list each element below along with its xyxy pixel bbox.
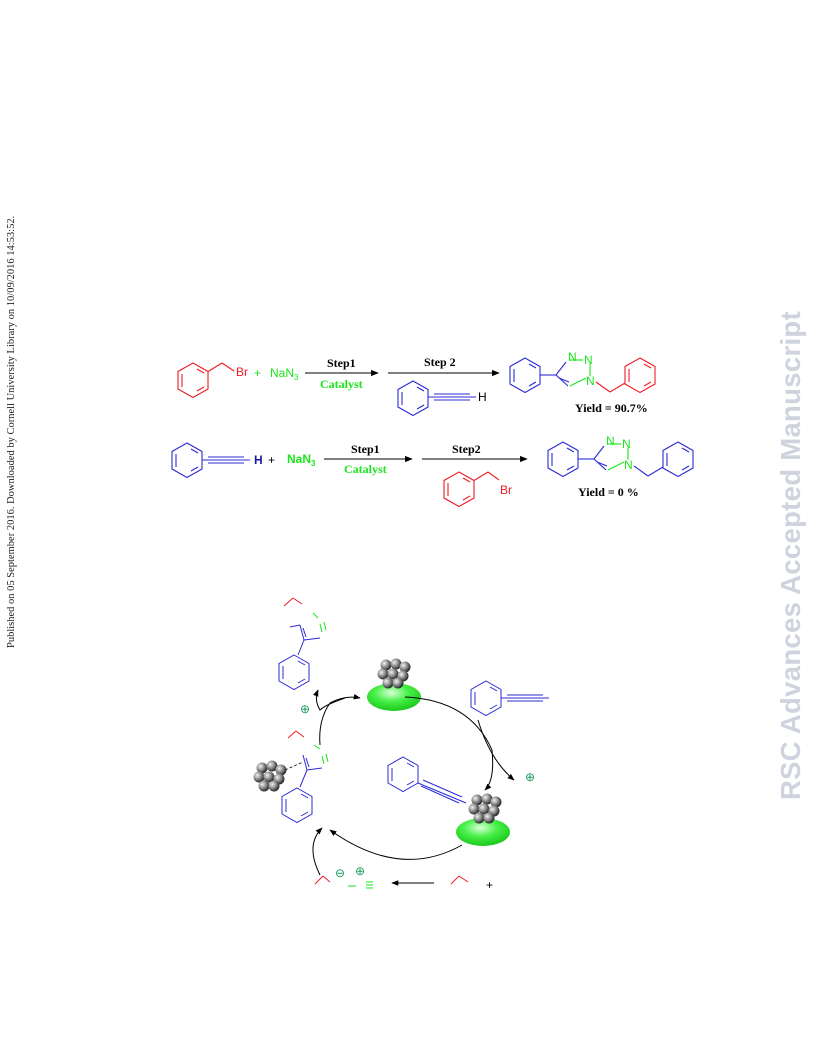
reagent3-label: Br: [500, 483, 512, 497]
yield-label-2: Yield = 0 %: [578, 485, 639, 499]
step2-label-1: Step 2: [424, 355, 456, 369]
triazole-n-1a: N: [568, 350, 577, 364]
benzyl-bromide-2: [443, 471, 500, 508]
catalyst-bottom: [387, 756, 510, 846]
triazole-n-1c: N: [586, 374, 595, 388]
plus-sign-2: +: [268, 453, 275, 467]
yield-label-1: Yield = 90.7%: [575, 401, 648, 415]
scheme2: H + NaN3 Step1 Catalyst Step2 Br: [171, 434, 694, 508]
cluster-balls-bottom: [468, 793, 502, 824]
phenylacetylene-cycle: [470, 680, 549, 717]
charge-plus-1: ⊕: [300, 702, 310, 716]
cluster-balls-top: [377, 658, 411, 689]
benzyl-bromide-1: [177, 362, 235, 399]
triazole-product-2: [547, 441, 694, 478]
cycle-product: [278, 597, 327, 691]
triazole-n-2b: N: [622, 437, 631, 451]
catalytic-cycle: ⊕ ⊕ ⊖ ⊕ +: [253, 597, 549, 892]
phenylacetylene-2: [171, 442, 250, 479]
sodium-azide-2: NaN3: [287, 452, 316, 468]
catalyst-label-1: Catalyst: [320, 377, 363, 391]
triazole-n-2a: N: [606, 434, 615, 448]
cycle-arrows: [312, 689, 515, 886]
scheme1: Br + NaN3 Step1 Catalyst Step 2 H: [177, 350, 656, 417]
catalyst-label-2: Catalyst: [344, 462, 387, 476]
bottom-reagents: [314, 875, 469, 889]
triazole-product-1: [509, 357, 656, 394]
cluster-balls-left: [253, 760, 287, 792]
charge-minus: ⊖: [335, 866, 345, 880]
charge-plus-3: ⊕: [355, 864, 365, 878]
step1-label-1: Step1: [327, 356, 356, 370]
step1-label-2: Step1: [351, 442, 380, 456]
plus-sign-1: +: [254, 366, 261, 380]
catalyst-top: [367, 658, 421, 711]
bottom-plus: +: [486, 878, 493, 892]
alkyne-h-2: H: [254, 453, 263, 467]
charge-plus-2: ⊕: [525, 770, 535, 784]
step2-label-2: Step2: [452, 442, 481, 456]
triazole-n-2c: N: [624, 458, 633, 472]
alkyne-h-1: H: [478, 390, 487, 404]
phenylacetylene-1: [397, 380, 476, 417]
triazole-n-1b: N: [584, 353, 593, 367]
sodium-azide-1: NaN3: [270, 366, 299, 382]
reagent1-label: Br: [236, 365, 248, 379]
intermediate-left: [253, 730, 329, 824]
